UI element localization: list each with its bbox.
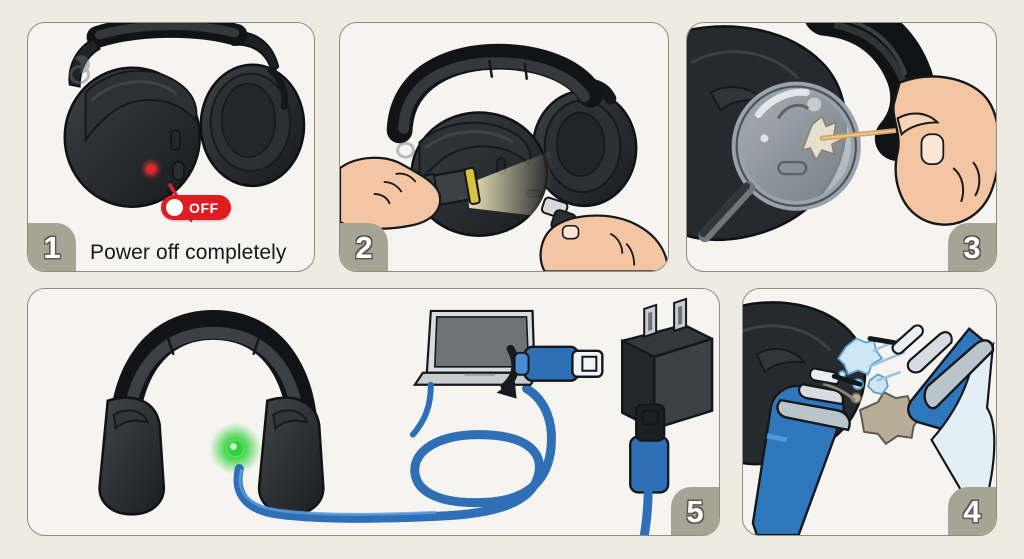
- usb-c-cable-highlight: [238, 468, 437, 516]
- nozzle-straw: [867, 336, 897, 346]
- step-badge-3: 3: [948, 223, 996, 271]
- volume-button: [170, 129, 181, 151]
- thumbnail: [920, 133, 945, 165]
- right-hand: [539, 214, 668, 271]
- hand: [892, 75, 996, 226]
- compressed-air-can-left: [751, 367, 863, 535]
- compressed-air-can-right: [867, 324, 996, 524]
- brand-logo-icon: [396, 141, 416, 159]
- panel-step-4: 4: [742, 288, 997, 536]
- toggle-label: OFF: [189, 199, 219, 216]
- step-badge-5: 5: [671, 487, 719, 535]
- usb-c-cable: [233, 384, 556, 523]
- panel-5-illustration: [98, 297, 714, 535]
- charging-port: [777, 160, 808, 176]
- step-badge-4: 4: [948, 487, 996, 535]
- headband: [86, 23, 248, 48]
- nozzle-straw: [831, 373, 863, 387]
- panel-4-illustration: [743, 301, 996, 535]
- wall-adapter: [621, 297, 714, 431]
- headphones: [98, 309, 325, 516]
- charging-led: [209, 422, 262, 475]
- magnifier: [698, 81, 861, 243]
- flashlight-beam: [467, 150, 553, 218]
- headband: [386, 43, 604, 144]
- usb-c-plug-vertical: [629, 403, 670, 535]
- step-badge-1: 1: [28, 223, 76, 271]
- power-button: [172, 161, 185, 181]
- adapter-prongs: [643, 297, 688, 339]
- panel-3-illustration: [687, 23, 996, 243]
- brand-logo-icon: [69, 55, 91, 85]
- right-earcup: [199, 31, 306, 188]
- left-earcup: [63, 37, 202, 208]
- step-badge-2: 2: [340, 223, 388, 271]
- panel-step-5: 5: [27, 288, 720, 536]
- toggle-knob-icon: [166, 199, 183, 216]
- thumb: [896, 112, 940, 137]
- panel-step-3: 3: [686, 22, 997, 272]
- dust-cloud: [822, 382, 923, 446]
- usb-c-plug-horizontal: [513, 345, 604, 382]
- panel-1-caption: Power off completely: [90, 241, 287, 264]
- panel-2-illustration: [340, 43, 668, 271]
- panel-step-2: 2: [339, 22, 669, 272]
- power-off-toggle[interactable]: OFF: [161, 195, 231, 220]
- panel-step-1: OFF Power off completely 1: [27, 22, 315, 272]
- thumbnail: [561, 224, 580, 240]
- panel-1-illustration: [63, 23, 306, 223]
